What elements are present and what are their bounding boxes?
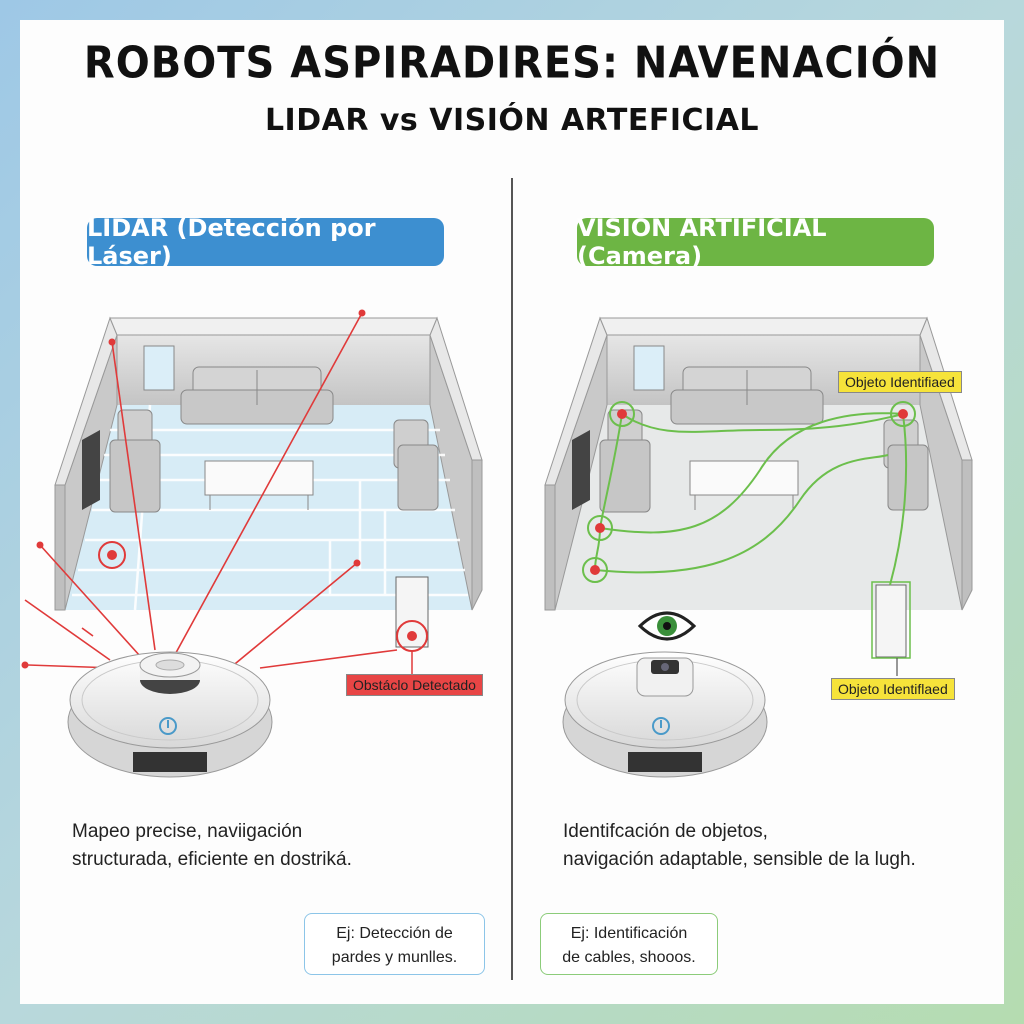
obstacle-detected-tag: Obstáclo Detectado xyxy=(346,674,483,696)
vision-label: VISIÓN ARTIFICIAL (Camera) xyxy=(577,214,934,270)
lidar-example-box: Ej: Detección de pardes y munlles. xyxy=(304,913,485,975)
vision-example-box: Ej: Identificación de cables, shooos. xyxy=(540,913,718,975)
power-icon xyxy=(159,717,177,735)
lidar-description-line2: structurada, eficiente en dostriká. xyxy=(72,849,352,870)
power-icon xyxy=(652,717,670,735)
page-title: ROBOTS ASPIRADIRES: NAVENACIÓN xyxy=(83,37,941,89)
lidar-robot xyxy=(67,651,273,778)
lidar-description-line1: Mapeo precise, naviigación xyxy=(72,821,303,842)
page-subtitle: LIDAR vs VISIÓN ARTEFICIAL xyxy=(264,103,760,138)
lidar-description: Mapeo precise, naviigación structurada, … xyxy=(72,818,472,874)
lidar-room xyxy=(54,316,483,674)
vision-description-line1: Identifcación de objetos, xyxy=(563,821,768,842)
object-identified-tag-top: Objeto Identifiaed xyxy=(838,371,962,393)
vision-robot xyxy=(562,651,768,778)
vision-example-line2: de cables, shooos. xyxy=(562,949,696,966)
vision-detection-points xyxy=(582,401,916,583)
vision-description: Identifcación de objetos, navigación ada… xyxy=(563,818,983,874)
object-identified-tag-bottom: Objeto Identiflaed xyxy=(831,678,955,700)
vision-description-line2: navigación adaptable, sensible de la lug… xyxy=(563,849,916,870)
lidar-label: LIDAR (Detección por Láser) xyxy=(87,214,444,270)
vision-example-line1: Ej: Identificación xyxy=(570,925,688,942)
lidar-example-line1: Ej: Detección de xyxy=(336,925,453,942)
center-divider xyxy=(511,178,513,980)
lidar-example-line2: pardes y munlles. xyxy=(331,949,458,966)
eye-icon xyxy=(637,611,697,641)
